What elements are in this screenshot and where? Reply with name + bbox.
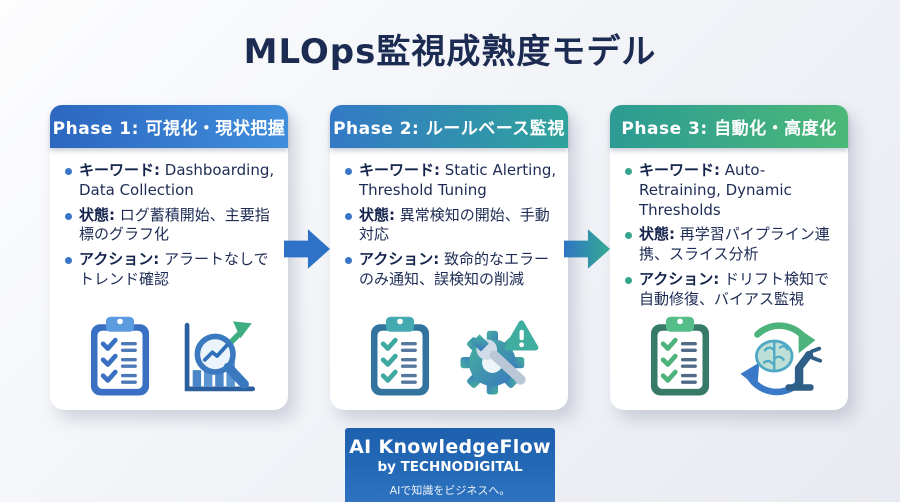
bullet-text: ログ蓄積開始、主要指標のグラフ化 [79, 205, 270, 244]
bullet-label: 状態: [359, 205, 395, 224]
bullet-dot [625, 232, 632, 240]
bullet-item: アクション: ドリフト検知で自動修復、バイアス監視 [624, 270, 838, 310]
phase2-header: Phase 2: ルールベース監視 [330, 105, 568, 148]
phase2-bullet-list: キーワード: Static Alerting, Threshold Tuning… [344, 161, 558, 290]
arrow-phase2-to-phase3 [564, 229, 610, 269]
phase2-card: Phase 2: ルールベース監視 キーワード: Static Alerting… [330, 105, 568, 410]
bullet-dot [65, 257, 72, 265]
clipboard-checklist-icon [90, 316, 150, 396]
brain-cycle-robot-arm-icon [740, 322, 823, 396]
bullet-dot [345, 257, 352, 265]
bullet-item: 状態: ログ蓄積開始、主要指標のグラフ化 [64, 206, 278, 246]
brand-byline: by TECHNODIGITAL [377, 459, 523, 475]
bullet-text: Dashboarding, Data Collection [79, 161, 275, 199]
bullet-item: アクション: 致命的なエラーのみ通知、誤検知の削減 [344, 250, 558, 290]
bullet-dot [625, 276, 632, 284]
bullet-label: アクション: [79, 250, 160, 269]
bullet-item: キーワード: Dashboarding, Data Collection [64, 161, 278, 201]
brand-tagline: AIで知識をビジネスへ。 [389, 484, 511, 497]
phase3-icons [610, 312, 848, 402]
bullet-text: ドリフト検知で自動修復、バイアス監視 [639, 269, 830, 308]
bullet-label: キーワード: [79, 161, 160, 179]
phase1-card: Phase 1: 可視化・現状把握 キーワード: Dashboarding, D… [50, 105, 288, 410]
bullet-item: キーワード: Auto-Retraining, Dynamic Threshol… [624, 161, 838, 220]
brand-name: AI KnowledgeFlow [349, 436, 551, 458]
arrow-phase1-to-phase2 [284, 229, 330, 269]
bullet-label: キーワード: [359, 161, 440, 179]
bullet-text: Static Alerting, Threshold Tuning [359, 161, 557, 199]
page-title: MLOps監視成熟度モデル [243, 32, 657, 72]
chart-magnifier-growth-icon [184, 321, 256, 392]
bullet-dot [65, 168, 72, 175]
bullet-item: 状態: 異常検知の開始、手動対応 [344, 206, 558, 246]
clipboard-checklist-icon [650, 316, 710, 396]
phase1-header: Phase 1: 可視化・現状把握 [50, 105, 288, 148]
gear-wrench-warning-icon [460, 320, 539, 395]
bullet-dot [625, 168, 632, 175]
bullet-label: 状態: [639, 225, 675, 244]
bullet-item: キーワード: Static Alerting, Threshold Tuning [344, 161, 558, 201]
bullet-dot [345, 168, 352, 175]
phase3-header: Phase 3: 自動化・高度化 [610, 105, 848, 148]
bullet-dot [345, 212, 352, 220]
bullet-text: アラートなしでトレンド確認 [79, 250, 269, 288]
phase1-icons [50, 312, 288, 402]
bullet-item: アクション: アラートなしでトレンド確認 [64, 250, 278, 290]
phase1-bullet-list: キーワード: Dashboarding, Data Collection 状態:… [64, 161, 278, 290]
bullet-label: 状態: [79, 205, 115, 224]
bullet-label: アクション: [359, 250, 440, 269]
bullet-text: 異常検知の開始、手動対応 [359, 205, 550, 244]
phase2-icons [330, 312, 568, 402]
brand-badge: AI KnowledgeFlow by TECHNODIGITAL AIで知識を… [345, 428, 555, 502]
bullet-item: 状態: 再学習パイプライン連携、スライス分析 [624, 225, 838, 265]
bullet-dot [65, 212, 72, 220]
bullet-text: Auto-Retraining, Dynamic Thresholds [639, 161, 792, 219]
bullet-label: アクション: [639, 269, 720, 288]
clipboard-checklist-icon [370, 316, 430, 396]
bullet-label: キーワード: [639, 161, 720, 179]
phase3-bullet-list: キーワード: Auto-Retraining, Dynamic Threshol… [624, 161, 838, 310]
phase3-card: Phase 3: 自動化・高度化 キーワード: Auto-Retraining,… [610, 105, 848, 410]
bullet-text: 致命的なエラーのみ通知、誤検知の削減 [359, 250, 550, 288]
bullet-text: 再学習パイプライン連携、スライス分析 [639, 225, 830, 264]
